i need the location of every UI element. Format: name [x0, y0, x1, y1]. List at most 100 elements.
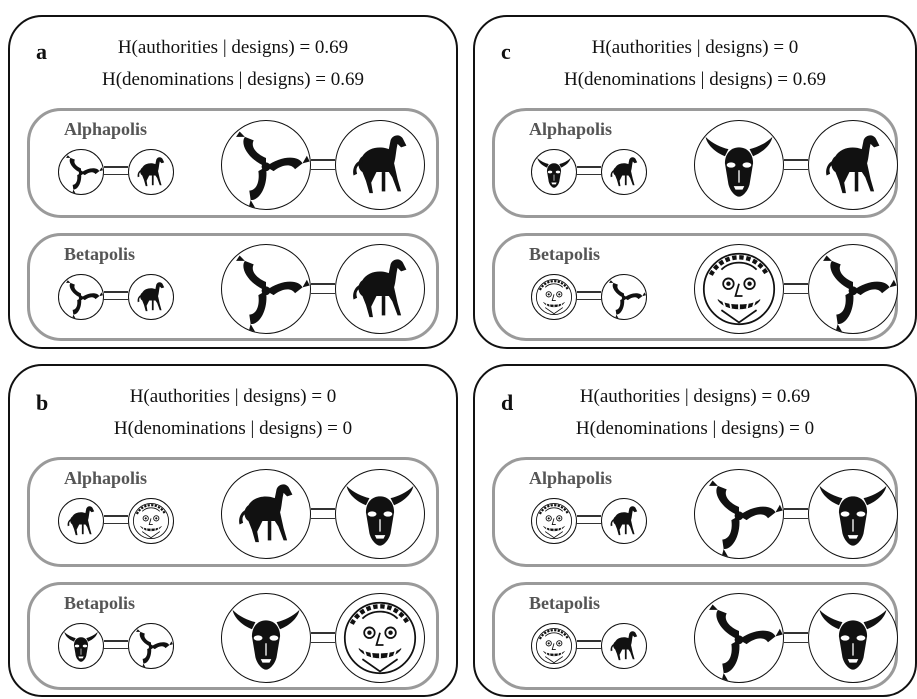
small-coin-horse: [601, 498, 647, 544]
triskelion-design-icon: [695, 594, 783, 682]
small-coin-bull: [58, 623, 104, 669]
triskelion-design-icon: [129, 624, 173, 668]
large-coin-horse: [335, 120, 425, 210]
horse-design-icon: [129, 275, 173, 319]
large-coin-horse: [335, 244, 425, 334]
panel-d: d H(authorities | designs) = 0.69 H(deno…: [473, 364, 917, 697]
triskelion-design-icon: [222, 245, 310, 333]
denominations-entropy-formula: H(denominations | designs) = 0: [475, 418, 915, 440]
city-name: Alphapolis: [64, 119, 147, 140]
large-coin-triskelion: [694, 469, 784, 559]
gorgon-design-icon: [695, 245, 783, 333]
denominations-entropy-formula: H(denominations | designs) = 0.69: [10, 69, 456, 91]
small-coin-pair-link: [577, 291, 601, 300]
horse-design-icon: [602, 150, 646, 194]
city-alphapolis: Alphapolis: [492, 457, 898, 567]
large-coin-pair-link: [784, 283, 808, 294]
triskelion-design-icon: [59, 275, 103, 319]
small-coin-horse: [601, 149, 647, 195]
gorgon-design-icon: [532, 275, 576, 319]
triskelion-design-icon: [222, 121, 310, 209]
large-coin-pair-link: [311, 632, 335, 643]
city-alphapolis: Alphapolis: [492, 108, 898, 218]
large-coin-horse: [221, 469, 311, 559]
small-coin-horse: [58, 498, 104, 544]
large-coin-gorgon: [694, 244, 784, 334]
denominations-entropy-formula: H(denominations | designs) = 0: [10, 418, 456, 440]
small-coin-bull: [531, 149, 577, 195]
denominations-entropy-formula: H(denominations | designs) = 0.69: [475, 69, 915, 91]
authorities-entropy-formula: H(authorities | designs) = 0.69: [10, 37, 456, 59]
city-betapolis: Betapolis: [492, 233, 898, 341]
large-coin-horse: [808, 120, 898, 210]
gorgon-design-icon: [532, 624, 576, 668]
city-betapolis: Betapolis: [27, 233, 439, 341]
large-coin-triskelion: [221, 120, 311, 210]
small-coin-horse: [128, 274, 174, 320]
horse-design-icon: [59, 499, 103, 543]
small-coin-horse: [128, 149, 174, 195]
city-name: Alphapolis: [64, 468, 147, 489]
authorities-entropy-formula: H(authorities | designs) = 0: [475, 37, 915, 59]
small-coin-horse: [601, 623, 647, 669]
panel-a: a H(authorities | designs) = 0.69 H(deno…: [8, 15, 458, 349]
small-coin-pair-link: [577, 640, 601, 649]
small-coin-gorgon: [531, 274, 577, 320]
small-coin-triskelion: [601, 274, 647, 320]
small-coin-pair-link: [104, 640, 128, 649]
bull-design-icon: [695, 121, 783, 209]
bull-design-icon: [809, 594, 897, 682]
small-coin-gorgon: [531, 498, 577, 544]
city-name: Alphapolis: [529, 119, 612, 140]
large-coin-pair-link: [311, 508, 335, 519]
bull-design-icon: [809, 470, 897, 558]
city-betapolis: Betapolis: [492, 582, 898, 690]
authorities-entropy-formula: H(authorities | designs) = 0: [10, 386, 456, 408]
city-alphapolis: Alphapolis: [27, 108, 439, 218]
large-coin-bull: [808, 593, 898, 683]
city-betapolis: Betapolis: [27, 582, 439, 690]
bull-design-icon: [532, 150, 576, 194]
large-coin-pair-link: [784, 159, 808, 170]
city-name: Betapolis: [529, 593, 600, 614]
large-coin-bull: [808, 469, 898, 559]
small-coin-triskelion: [58, 274, 104, 320]
triskelion-design-icon: [59, 150, 103, 194]
horse-design-icon: [809, 121, 897, 209]
city-name: Betapolis: [64, 593, 135, 614]
small-coin-gorgon: [128, 498, 174, 544]
bull-design-icon: [59, 624, 103, 668]
city-name: Betapolis: [529, 244, 600, 265]
small-coin-pair-link: [104, 166, 128, 175]
horse-design-icon: [602, 499, 646, 543]
large-coin-triskelion: [694, 593, 784, 683]
bull-design-icon: [336, 470, 424, 558]
gorgon-design-icon: [129, 499, 173, 543]
authorities-entropy-formula: H(authorities | designs) = 0.69: [475, 386, 915, 408]
small-coin-pair-link: [577, 515, 601, 524]
triskelion-design-icon: [809, 245, 897, 333]
gorgon-design-icon: [336, 594, 424, 682]
large-coin-bull: [335, 469, 425, 559]
city-name: Betapolis: [64, 244, 135, 265]
small-coin-pair-link: [577, 166, 601, 175]
large-coin-triskelion: [808, 244, 898, 334]
triskelion-design-icon: [602, 275, 646, 319]
large-coin-pair-link: [311, 283, 335, 294]
panel-b: b H(authorities | designs) = 0 H(denomin…: [8, 364, 458, 697]
small-coin-gorgon: [531, 623, 577, 669]
large-coin-pair-link: [311, 159, 335, 170]
triskelion-design-icon: [695, 470, 783, 558]
bull-design-icon: [222, 594, 310, 682]
small-coin-triskelion: [128, 623, 174, 669]
horse-design-icon: [336, 121, 424, 209]
small-coin-triskelion: [58, 149, 104, 195]
city-alphapolis: Alphapolis: [27, 457, 439, 567]
city-name: Alphapolis: [529, 468, 612, 489]
large-coin-bull: [221, 593, 311, 683]
horse-design-icon: [222, 470, 310, 558]
horse-design-icon: [129, 150, 173, 194]
panel-c: c H(authorities | designs) = 0 H(denomin…: [473, 15, 917, 349]
small-coin-pair-link: [104, 515, 128, 524]
gorgon-design-icon: [532, 499, 576, 543]
